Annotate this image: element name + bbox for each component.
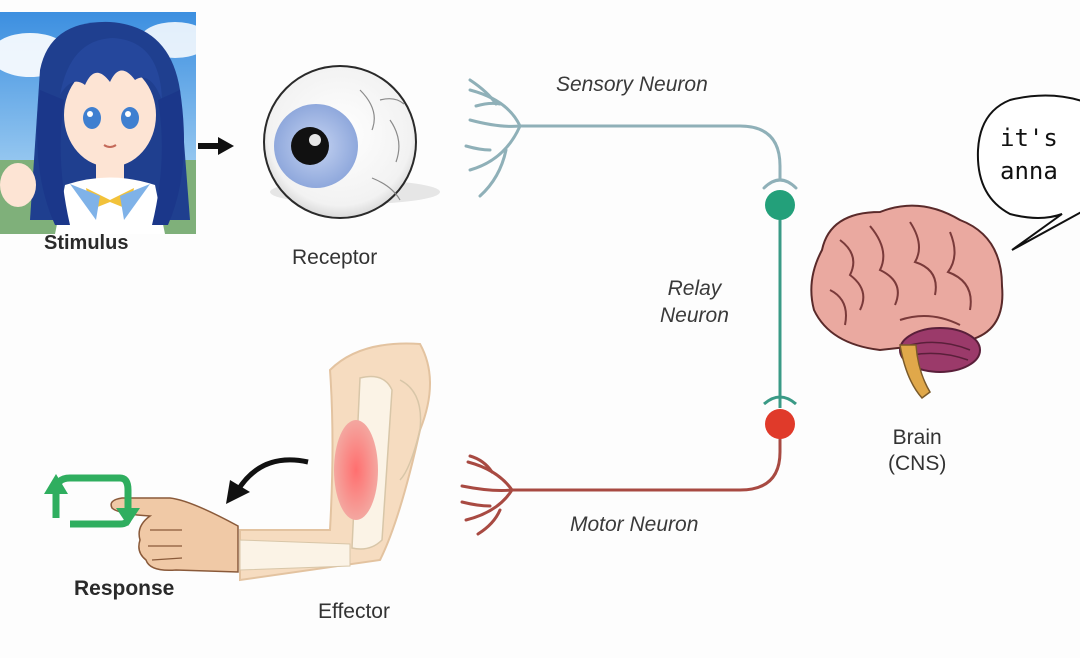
brain-label: Brain (CNS) bbox=[888, 425, 946, 477]
motor-neuron-label: Motor Neuron bbox=[570, 513, 699, 536]
speech-line2: anna bbox=[1000, 157, 1058, 185]
response-label: Response bbox=[74, 577, 175, 600]
pointing-hand-icon bbox=[110, 497, 239, 573]
brain-icon bbox=[810, 204, 1004, 400]
brain-label-line2: (CNS) bbox=[888, 452, 947, 475]
sensory-neuron bbox=[464, 78, 798, 198]
stimulus-label: Stimulus bbox=[44, 232, 129, 254]
stimulus-image bbox=[0, 12, 196, 234]
eye-icon bbox=[263, 65, 440, 219]
motor-node bbox=[765, 409, 795, 439]
receptor-label: Receptor bbox=[292, 246, 378, 269]
speech-line1: it's bbox=[1000, 124, 1058, 152]
sensory-neuron-label: Sensory Neuron bbox=[556, 73, 708, 96]
relay-neuron-label: Relay Neuron bbox=[660, 275, 729, 329]
movement-arrow bbox=[226, 457, 309, 504]
motor-neuron bbox=[460, 436, 782, 536]
relay-neuron bbox=[763, 190, 797, 408]
stimulus-arrow bbox=[198, 137, 234, 155]
relay-neuron-label-line1: Relay bbox=[667, 277, 722, 300]
repeat-icon bbox=[44, 474, 140, 528]
relay-neuron-label-line2: Neuron bbox=[660, 304, 729, 327]
speech-bubble-text: it's anna bbox=[1000, 122, 1058, 188]
arm-muscle-icon bbox=[239, 342, 431, 582]
effector-label: Effector bbox=[318, 600, 390, 623]
speech-bubble bbox=[976, 94, 1080, 251]
brain-label-line1: Brain bbox=[892, 426, 942, 449]
